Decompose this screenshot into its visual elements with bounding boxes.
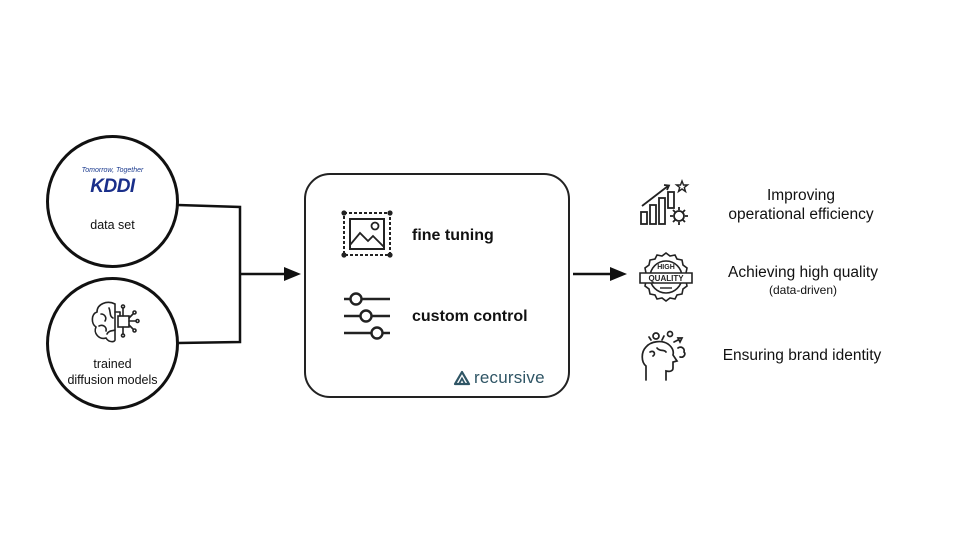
recursive-logo-icon	[453, 370, 471, 386]
growth-chart-gear-icon	[640, 179, 690, 225]
badge-text-high: HIGH	[657, 264, 675, 271]
feature-label-fine-tuning: fine tuning	[412, 227, 494, 244]
outcome-2-line1: Achieving high quality	[728, 264, 878, 281]
brand-recursive: recursive	[474, 368, 545, 387]
sliders-icon	[344, 292, 390, 340]
kddi-logo: KDDI	[90, 176, 135, 197]
image-frame-icon	[341, 210, 393, 258]
models-circle: trained diffusion models	[46, 277, 179, 410]
process-box: fine tuning custom control recursive	[304, 173, 570, 398]
head-ideas-icon	[641, 330, 686, 381]
outcome-3-line1: Ensuring brand identity	[722, 347, 882, 364]
outcome-label-brand: Ensuring brand identity	[705, 346, 899, 365]
high-quality-badge-icon: HIGH QUALITY	[639, 252, 693, 302]
outcome-1-line1: Improving	[766, 187, 836, 204]
feature-label-custom-control: custom control	[412, 308, 528, 325]
outcome-1-line2: operational efficiency	[728, 206, 874, 223]
arrow-head-to-process	[284, 267, 301, 281]
dataset-label: data set	[90, 218, 135, 232]
models-label-line1: trained	[93, 357, 132, 371]
dataset-circle: Tomorrow, Together KDDI data set	[46, 135, 179, 268]
arrow-head-to-outcomes	[610, 267, 627, 281]
kddi-tagline: Tomorrow, Together	[81, 167, 144, 174]
models-label-line2: diffusion models	[67, 373, 158, 387]
outcome-label-quality: Achieving high quality (data-driven)	[705, 263, 901, 298]
badge-text-quality: QUALITY	[648, 274, 684, 283]
brain-chip-icon	[91, 301, 140, 343]
outcome-label-efficiency: Improving operational efficiency	[712, 186, 890, 224]
outcome-2-sub: (data-driven)	[768, 283, 838, 297]
connector-dataset	[177, 203, 242, 345]
